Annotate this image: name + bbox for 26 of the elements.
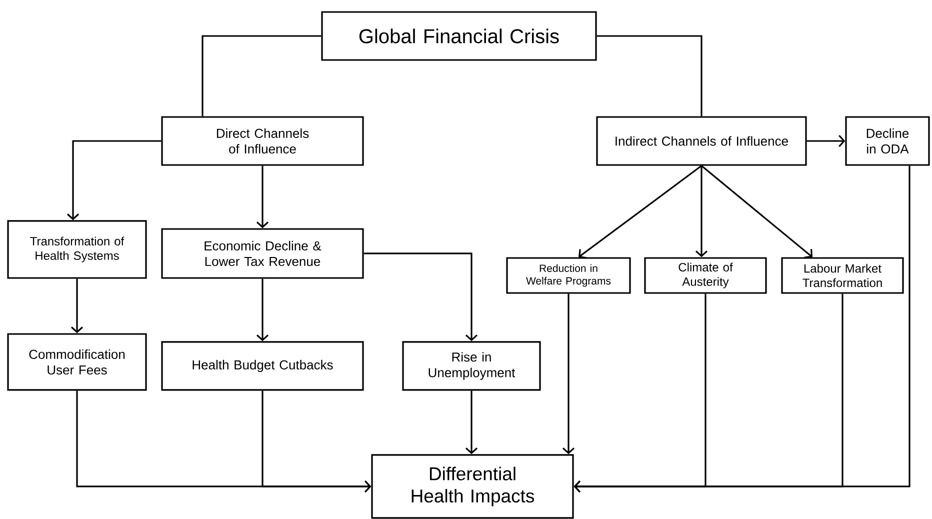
process-box: Health Budget Cutbacks [161, 341, 364, 391]
process-box: Rise in Unemployment [402, 341, 541, 391]
title-box: Global Financial Crisis [321, 11, 597, 61]
arrow [465, 390, 478, 454]
process-box: Climate of Austerity [644, 257, 767, 294]
arrow [66, 140, 162, 220]
arrow [574, 166, 910, 493]
arrow [256, 166, 269, 228]
arrow [806, 134, 846, 148]
outcome-box: Differential Health Impacts [371, 454, 574, 519]
arrow [262, 390, 372, 493]
process-box: Indirect Channels of Influence [596, 116, 807, 166]
process-box: Economic Decline & Lower Tax Revenue [161, 228, 364, 279]
arrow [695, 166, 708, 258]
process-box: Transformation of Health Systems [7, 220, 147, 279]
arrow [578, 165, 702, 259]
arrow [256, 278, 269, 342]
arrow [701, 165, 812, 258]
process-box: Labour Market Transformation [781, 257, 904, 294]
process-box: Decline in ODA [845, 116, 930, 166]
process-box: Reduction in Welfare Programs [506, 257, 631, 294]
process-box: Direct Channels of Influence [161, 116, 364, 166]
arrow [364, 252, 478, 342]
arrow [562, 294, 575, 454]
arrow [70, 278, 84, 334]
process-box: Commodification User Fees [7, 333, 147, 391]
